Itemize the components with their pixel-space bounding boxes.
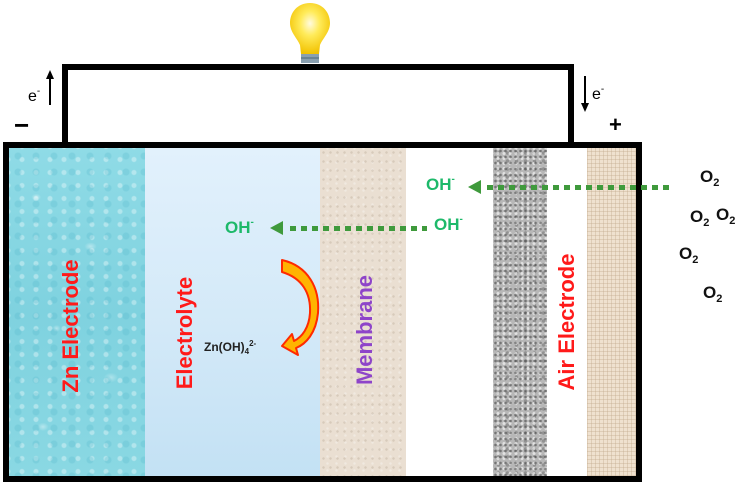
light-bulb-icon	[290, 3, 330, 63]
current-collector-mesh-layer	[587, 148, 637, 476]
gap-layer	[406, 148, 493, 476]
electron-left-label: e-	[28, 86, 41, 105]
air-electrode-porous-layer	[493, 148, 547, 476]
membrane-layer	[320, 148, 406, 476]
arrow-down-icon	[581, 76, 589, 112]
membrane-label: Membrane	[352, 274, 377, 386]
oh-flow-top-arrowhead	[468, 180, 481, 194]
oh-flow-mid-arrowhead	[270, 221, 283, 235]
arrow-up-icon	[46, 70, 54, 105]
positive-terminal-sign: +	[609, 112, 622, 137]
reaction-curved-arrow-icon	[281, 259, 320, 356]
oh-ion-top: OH-	[426, 174, 455, 194]
negative-terminal-sign: −	[14, 110, 30, 140]
oh-flow-mid-dotted-line	[290, 226, 427, 231]
zn-electrode-label: Zn Electrode	[58, 259, 83, 393]
oh-ion-mid-right: OH-	[434, 214, 463, 234]
oh-ion-mid-left: OH-	[225, 217, 254, 237]
oxygen-molecule: O2	[679, 244, 699, 266]
gap-layer	[547, 148, 587, 476]
zincate-ion-label: Zn(OH)42-	[204, 339, 257, 356]
wire-left-vertical	[62, 64, 68, 144]
oxygen-molecule: O2	[700, 167, 720, 189]
electrolyte-layer	[145, 148, 320, 476]
electrolyte-label: Electrolyte	[172, 276, 197, 390]
battery-cell-outline	[3, 142, 642, 482]
electron-right-label: e-	[592, 84, 605, 103]
wire-top	[62, 64, 574, 70]
oxygen-molecule: O2	[703, 283, 723, 305]
oxygen-molecule: O2	[716, 205, 736, 227]
zn-electrode-layer	[9, 148, 145, 476]
oxygen-molecule: O2	[690, 207, 710, 229]
wire-right-vertical	[568, 64, 574, 144]
air-electrode-label: Air Electrode	[554, 253, 579, 391]
oh-flow-top-dotted-line	[487, 185, 670, 190]
